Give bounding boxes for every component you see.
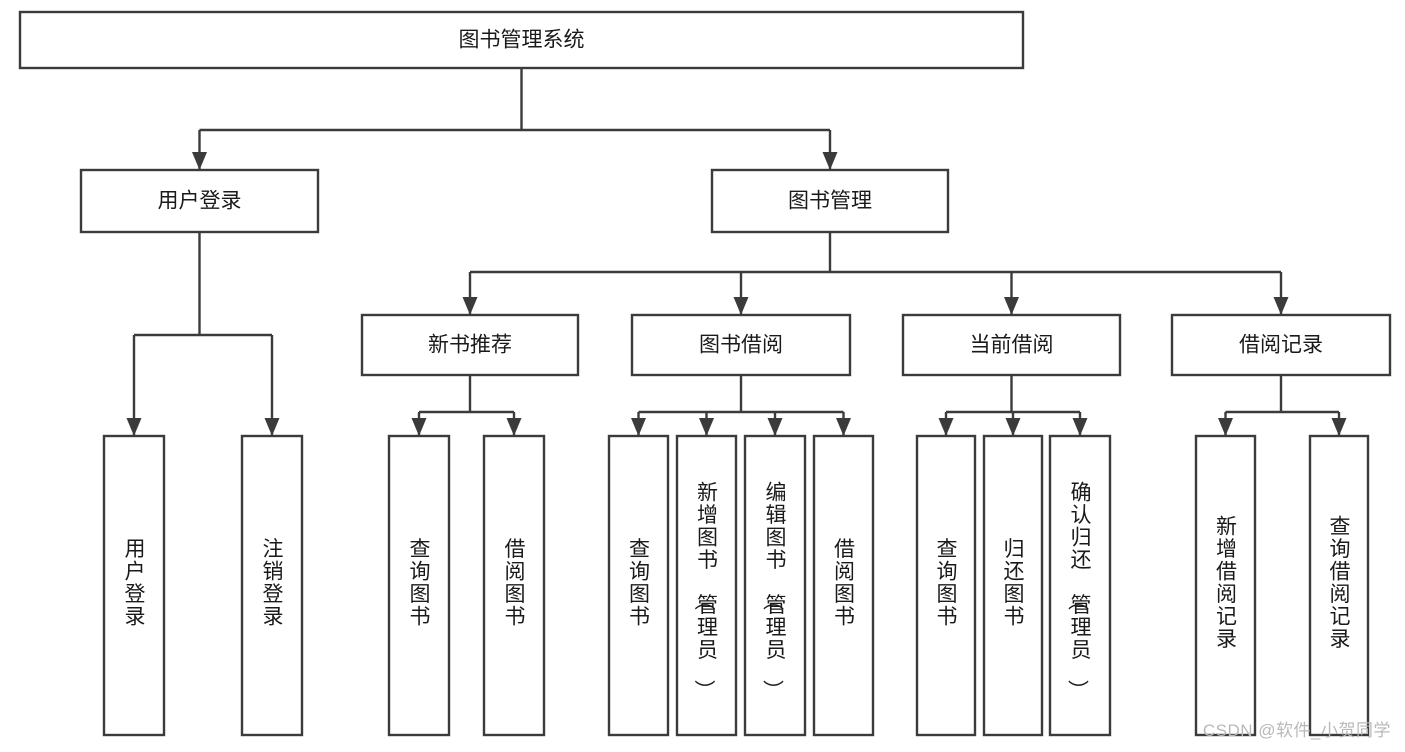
arrow-head-icon <box>1004 297 1019 315</box>
node-leaf-query-book-borrow[interactable]: 查询图书 <box>607 434 670 737</box>
node-leaf-query-book-recommend[interactable]: 查询图书 <box>387 434 451 737</box>
node-box <box>630 313 852 377</box>
node-leaf-user-login[interactable]: 用户登录 <box>102 434 166 737</box>
node-label: 查询图书 <box>629 538 650 629</box>
node-label: 图书管理系统 <box>459 29 585 52</box>
node-box <box>102 434 166 737</box>
node-label: 新增借阅记录 <box>1216 515 1237 651</box>
node-book-borrow[interactable]: 图书借阅 <box>630 313 852 377</box>
node-box <box>79 168 320 234</box>
arrow-head-icon <box>192 152 207 170</box>
arrow-head-icon <box>822 152 838 170</box>
node-box <box>18 10 1025 70</box>
arrow-head-icon <box>1273 297 1289 315</box>
arrow-head-icon <box>1331 418 1347 436</box>
node-box <box>387 434 451 737</box>
node-leaf-logout[interactable]: 注销登录 <box>240 434 304 737</box>
node-label: 用户登录 <box>125 538 146 629</box>
node-label: 借阅图书 <box>834 538 855 629</box>
node-label: 注销登录 <box>263 538 284 629</box>
node-leaf-edit-book-admin[interactable]: 编辑图书（管理员） <box>743 434 807 737</box>
node-borrow-records[interactable]: 借阅记录 <box>1170 313 1392 377</box>
node-system-root[interactable]: 图书管理系统 <box>18 10 1025 70</box>
node-box <box>1048 434 1112 737</box>
node-box <box>1308 434 1370 737</box>
arrow-head-icon <box>1218 418 1233 436</box>
node-leaf-add-book-admin[interactable]: 新增图书（管理员） <box>675 434 738 737</box>
arrow-head-icon <box>1072 418 1088 436</box>
node-user-login[interactable]: 用户登录 <box>79 168 320 234</box>
node-label: 查询图书 <box>937 538 958 629</box>
node-leaf-borrow-book-recommend[interactable]: 借阅图书 <box>482 434 546 737</box>
node-box <box>240 434 304 737</box>
arrow-head-icon <box>836 418 851 436</box>
node-label: 图书借阅 <box>699 334 783 357</box>
node-box <box>607 434 670 737</box>
node-leaf-query-book-current[interactable]: 查询图书 <box>915 434 977 737</box>
node-label: 当前借阅 <box>970 334 1054 357</box>
node-leaf-add-borrow-record[interactable]: 新增借阅记录 <box>1194 434 1257 737</box>
node-current-borrow[interactable]: 当前借阅 <box>901 313 1122 377</box>
arrow-head-icon <box>411 418 427 436</box>
node-box <box>743 434 807 737</box>
csdn-watermark: CSDN @软件_小贺同学 <box>1202 721 1391 740</box>
node-box <box>915 434 977 737</box>
node-book-management[interactable]: 图书管理 <box>710 168 950 234</box>
connectors-layer <box>126 68 1347 436</box>
arrow-head-icon <box>462 297 478 315</box>
arrow-head-icon <box>733 297 749 315</box>
node-leaf-return-book[interactable]: 归还图书 <box>982 434 1044 737</box>
node-label: 查询图书 <box>410 538 431 629</box>
node-label: 新书推荐 <box>428 334 512 357</box>
node-box <box>675 434 738 737</box>
node-label: 图书管理 <box>788 190 872 213</box>
node-label: 新增图书（管理员） <box>692 482 718 701</box>
arrow-head-icon <box>1005 418 1021 436</box>
nodes-layer: 图书管理系统用户登录图书管理新书推荐图书借阅当前借阅借阅记录用户登录注销登录查询… <box>18 10 1392 737</box>
node-leaf-borrow-book[interactable]: 借阅图书 <box>812 434 875 737</box>
node-box <box>901 313 1122 377</box>
arrow-head-icon <box>506 418 522 436</box>
arrow-head-icon <box>699 418 714 436</box>
node-leaf-query-borrow-record[interactable]: 查询借阅记录 <box>1308 434 1370 737</box>
node-label: 借阅记录 <box>1239 334 1323 357</box>
node-label: 借阅图书 <box>505 538 526 629</box>
node-box <box>982 434 1044 737</box>
node-box <box>482 434 546 737</box>
node-label: 查询借阅记录 <box>1330 515 1351 651</box>
node-new-book-recommend[interactable]: 新书推荐 <box>360 313 580 377</box>
node-label: 编辑图书（管理员） <box>761 482 787 701</box>
arrow-head-icon <box>767 418 783 436</box>
node-box <box>360 313 580 377</box>
node-box <box>1194 434 1257 737</box>
node-label: 确认归还（管理员） <box>1066 482 1092 701</box>
arrow-head-icon <box>264 418 280 436</box>
node-label: 归还图书 <box>1004 538 1025 629</box>
node-box <box>1170 313 1392 377</box>
node-box <box>812 434 875 737</box>
arrow-head-icon <box>938 418 954 436</box>
arrow-head-icon <box>126 418 142 436</box>
node-box <box>710 168 950 234</box>
node-label: 用户登录 <box>158 190 242 213</box>
node-leaf-confirm-return-admin[interactable]: 确认归还（管理员） <box>1048 434 1112 737</box>
arrow-head-icon <box>631 418 646 436</box>
